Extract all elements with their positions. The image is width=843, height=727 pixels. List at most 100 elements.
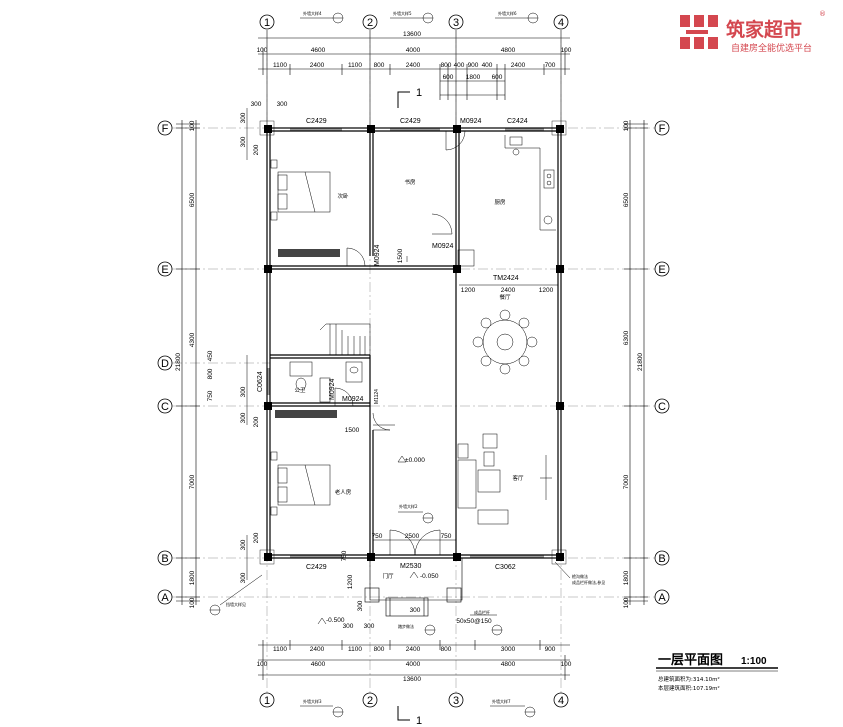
label-door: M0924 xyxy=(460,118,482,125)
dim-left-detail: 200 xyxy=(253,144,260,155)
dim-right-total: 21800 xyxy=(637,353,644,371)
note-lower: 成品栏杆做法,参见 xyxy=(572,579,605,585)
room-dining: 餐厅 xyxy=(499,293,511,301)
wardrobe xyxy=(275,410,337,418)
dim-bottom-r3: 800 xyxy=(374,646,385,653)
drawing-scale: 1:100 xyxy=(741,656,767,667)
label-window: C3062 xyxy=(495,564,516,571)
dim-top-r4: 600 xyxy=(443,74,454,81)
brand-logo: 筑家超市 ® 自建房全能优选平台 xyxy=(680,10,826,54)
axis-top-2: 2 xyxy=(367,17,373,29)
dim-top-r2: 4800 xyxy=(501,47,516,54)
top-axis-bubbles: 1 2 3 4 xyxy=(259,14,569,30)
dim-top-r3: 900 xyxy=(468,62,479,69)
dim-left-edge: 100 xyxy=(189,597,196,608)
dim-top-r2: 100 xyxy=(561,47,572,54)
sofa-icon xyxy=(457,433,552,525)
dim-bottom-r3: 2400 xyxy=(406,646,421,653)
label-door: M0924 xyxy=(329,378,336,400)
brand-mark-icon xyxy=(680,15,718,49)
dim-top-r4: 1800 xyxy=(466,74,481,81)
walls xyxy=(266,127,562,559)
dim-top-r3: 1100 xyxy=(348,62,362,69)
area-total: 总建筑面积为:314.10m² xyxy=(658,675,720,683)
dim-top-total: 13600 xyxy=(403,31,421,38)
bed-icon xyxy=(270,159,331,221)
elevation-step: -0.050 xyxy=(420,573,439,580)
axis-right-E: E xyxy=(658,264,665,276)
label-window: C2429 xyxy=(400,118,421,125)
label-door: M0924 xyxy=(432,243,454,250)
drawing-title: 一层平面图 xyxy=(658,653,723,668)
axis-left-F: F xyxy=(162,123,169,135)
note-top-2: 外墙大样5 xyxy=(393,10,412,16)
axis-left-C: C xyxy=(161,401,169,413)
dim-interior: 2400 xyxy=(501,287,516,294)
label-window: C2424 xyxy=(507,118,528,125)
toilet-fixtures xyxy=(289,361,363,403)
right-axis-bubbles: F E C B A xyxy=(654,120,670,605)
axis-right-B: B xyxy=(658,553,665,565)
dim-interior: 2500 xyxy=(405,533,420,540)
dim-left-detail: 300 xyxy=(251,101,262,108)
dim-interior: 1500 xyxy=(345,427,360,434)
dim-interior: 1500 xyxy=(397,248,404,263)
label-door: TM2424 xyxy=(493,275,519,282)
dim-bottom-total: 13600 xyxy=(403,676,421,683)
axis-right-A: A xyxy=(658,592,666,604)
dim-bottom-r3: 1100 xyxy=(348,646,362,653)
room-kitchen: 厨房 xyxy=(494,198,506,206)
dim-interior: 750 xyxy=(372,533,383,540)
note-lower: 踏步做法 xyxy=(398,623,414,629)
label-door: M1124 xyxy=(374,389,380,404)
dim-interior: 300 xyxy=(410,607,421,614)
dim-bottom-r3: 2400 xyxy=(310,646,325,653)
dim-right-span: 7000 xyxy=(623,474,630,489)
dim-interior: 1200 xyxy=(347,574,354,589)
dim-left-detail: 300 xyxy=(240,136,247,147)
dim-left-detail: 300 xyxy=(240,539,247,550)
dim-left-detail: 300 xyxy=(240,572,247,583)
dim-left-detail: 200 xyxy=(253,532,260,543)
dim-top-r3: 1100 xyxy=(273,62,287,69)
dim-left-detail: 750 xyxy=(207,390,214,401)
room-foyer: 门厅 xyxy=(382,572,394,580)
brand-reg-mark: ® xyxy=(819,10,826,18)
title-block: 一层平面图 1:100 总建筑面积为:314.10m² 本层建筑面积:107.1… xyxy=(656,653,778,692)
room-bedroom2: 老人房 xyxy=(335,488,352,496)
dim-interior: 750 xyxy=(441,533,452,540)
dim-interior: 300 xyxy=(364,623,375,630)
dim-left-detail: 200 xyxy=(253,416,260,427)
room-bedroom1: 次卧 xyxy=(337,192,349,200)
dim-top-r3: 800 xyxy=(374,62,385,69)
dim-left-span: 4300 xyxy=(189,332,196,347)
axis-top-3: 3 xyxy=(453,17,459,29)
note-lower: 挡墙大样见 xyxy=(226,601,246,607)
section-mark-bottom: 1 xyxy=(397,706,422,727)
dim-left-detail: 300 xyxy=(240,112,247,123)
axis-bottom-1: 1 xyxy=(264,695,270,707)
axis-left-B: B xyxy=(161,553,168,565)
elevation-floor: ±0.000 xyxy=(405,457,425,464)
dim-left-detail: 300 xyxy=(277,101,288,108)
label-door: M0924 xyxy=(374,244,381,266)
note-lower: 檐沟做法 xyxy=(572,573,588,579)
dim-bottom-r2: 100 xyxy=(257,661,268,668)
axis-left-A: A xyxy=(161,592,169,604)
axis-bottom-2: 2 xyxy=(367,695,373,707)
bottom-axis-bubbles: 1 2 3 4 xyxy=(259,692,569,708)
dim-top-r3: 800 xyxy=(441,62,452,69)
dim-left-span: 7000 xyxy=(189,474,196,489)
dim-top-r4: 600 xyxy=(492,74,503,81)
dim-bottom-r3: 1100 xyxy=(273,646,287,653)
dim-top-r3: 2400 xyxy=(511,62,526,69)
dim-bottom-r3: 800 xyxy=(441,646,452,653)
note-lower: 外墙大样2 xyxy=(399,503,418,509)
dim-top-r3: 2400 xyxy=(406,62,421,69)
dim-left-detail: 300 xyxy=(240,386,247,397)
dim-interior: 1200 xyxy=(539,287,554,294)
note-lower: 成品栏杆 xyxy=(474,609,490,615)
bed-icon xyxy=(270,451,331,516)
elevation-marks xyxy=(317,455,419,625)
